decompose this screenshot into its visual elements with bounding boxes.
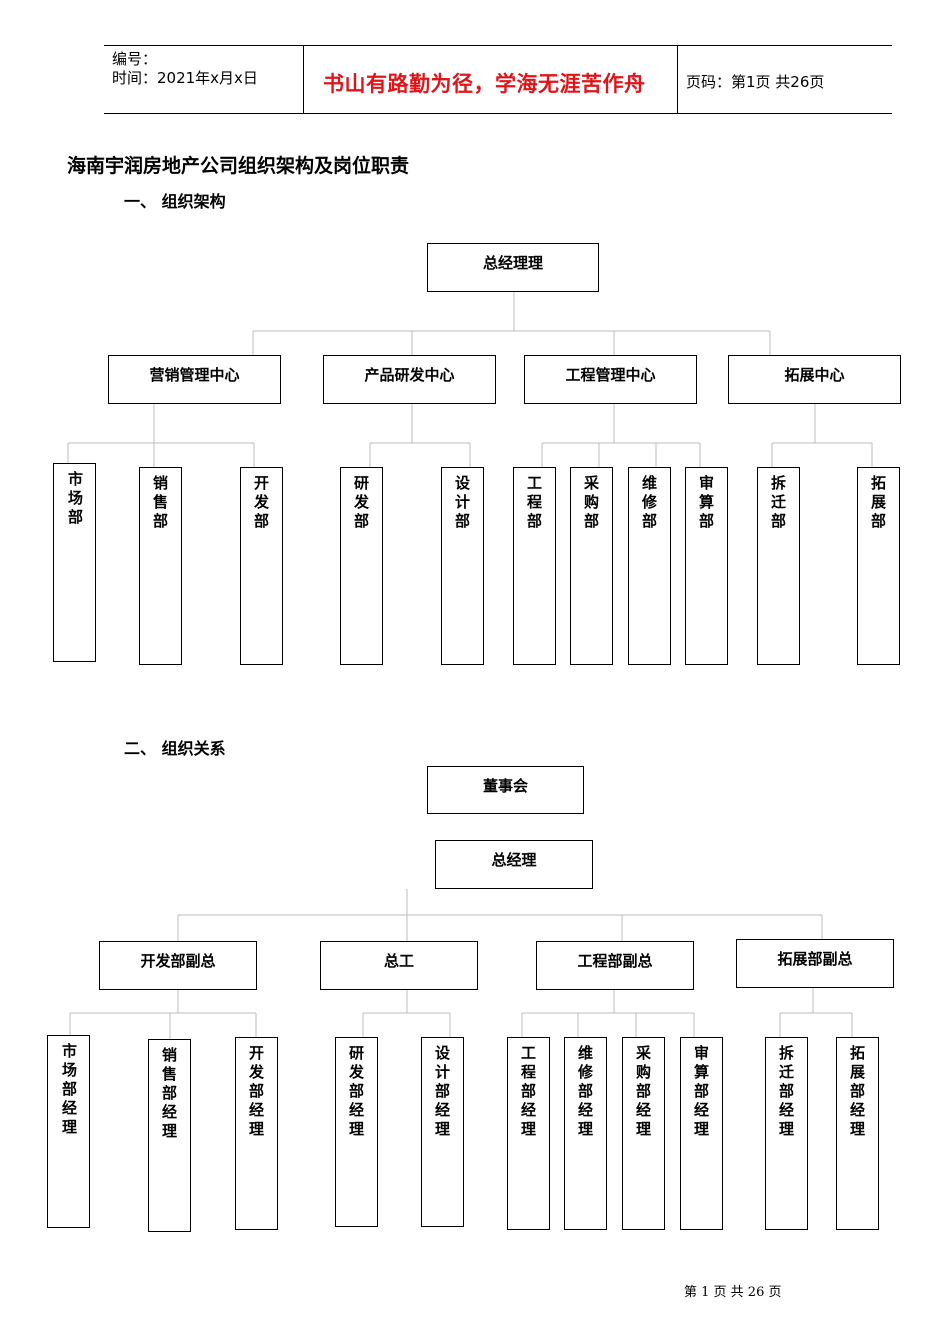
org-box-deputy: 拓展部副总 (736, 939, 894, 988)
org-box-manager: 销售部经理 (148, 1039, 191, 1232)
org-box-department: 开发部 (240, 467, 283, 665)
org-box-manager: 拓展部经理 (836, 1037, 879, 1230)
org-box-manager: 设计部经理 (421, 1037, 464, 1227)
org-box-manager: 维修部经理 (564, 1037, 607, 1230)
header-bottom-rule (104, 113, 892, 114)
manager-label: 销售部经理 (162, 1046, 178, 1140)
org-box-deputy: 开发部副总 (99, 941, 257, 990)
department-label: 市场部 (68, 470, 84, 526)
org-box-manager: 工程部经理 (507, 1037, 550, 1230)
serial-label: 编号： (112, 50, 158, 68)
manager-label: 设计部经理 (435, 1044, 451, 1138)
org-box-department: 维修部 (628, 467, 671, 665)
header-divider (677, 45, 678, 113)
page-footer: 第 1 页 共 26 页 (684, 1285, 782, 1300)
section-heading: 一、 组织架构 (124, 192, 226, 211)
manager-label: 工程部经理 (521, 1044, 537, 1138)
org-box-department: 审算部 (685, 467, 728, 665)
time-label: 时间：2021年x月x日 (112, 69, 258, 87)
page-label: 页码：第1页 共26页 (686, 73, 825, 91)
org-box-manager: 研发部经理 (335, 1037, 378, 1227)
document-title: 海南宇润房地产公司组织架构及岗位职责 (67, 155, 410, 177)
org-box-manager: 拆迁部经理 (765, 1037, 808, 1230)
org-box-gm: 总经理 (435, 840, 593, 889)
manager-label: 维修部经理 (578, 1044, 594, 1138)
department-label: 工程部 (527, 474, 543, 530)
org-box-manager: 开发部经理 (235, 1037, 278, 1230)
org-box-manager: 审算部经理 (680, 1037, 723, 1230)
motto: 书山有路勤为径，学海无涯苦作舟 (323, 72, 646, 96)
org-box-department: 采购部 (570, 467, 613, 665)
org-box-department: 拆迁部 (757, 467, 800, 665)
department-label: 设计部 (455, 474, 471, 530)
department-label: 维修部 (642, 474, 658, 530)
department-label: 审算部 (699, 474, 715, 530)
header-divider (303, 45, 304, 113)
org-box-center: 拓展中心 (728, 355, 901, 404)
department-label: 拓展部 (871, 474, 887, 530)
header-top-rule (104, 45, 892, 46)
department-label: 开发部 (254, 474, 270, 530)
org-box-top: 总经理理 (427, 243, 599, 292)
manager-label: 拓展部经理 (850, 1044, 866, 1138)
department-label: 拆迁部 (771, 474, 787, 530)
org-box-department: 市场部 (53, 463, 96, 662)
department-label: 销售部 (153, 474, 169, 530)
org-box-department: 销售部 (139, 467, 182, 665)
manager-label: 研发部经理 (349, 1044, 365, 1138)
manager-label: 拆迁部经理 (779, 1044, 795, 1138)
section-heading: 二、 组织关系 (124, 739, 226, 758)
org-box-center: 营销管理中心 (108, 355, 281, 404)
org-box-manager: 采购部经理 (622, 1037, 665, 1230)
org-box-department: 设计部 (441, 467, 484, 665)
org-box-center: 产品研发中心 (323, 355, 496, 404)
manager-label: 采购部经理 (636, 1044, 652, 1138)
org-box-board: 董事会 (427, 766, 584, 814)
org-box-deputy: 总工 (320, 941, 478, 990)
org-box-department: 工程部 (513, 467, 556, 665)
manager-label: 市场部经理 (62, 1042, 78, 1136)
manager-label: 审算部经理 (694, 1044, 710, 1138)
org-box-deputy: 工程部副总 (536, 941, 694, 990)
org-box-department: 拓展部 (857, 467, 900, 665)
department-label: 研发部 (354, 474, 370, 530)
org-box-department: 研发部 (340, 467, 383, 665)
manager-label: 开发部经理 (249, 1044, 265, 1138)
org-box-manager: 市场部经理 (47, 1035, 90, 1228)
department-label: 采购部 (584, 474, 600, 530)
org-box-center: 工程管理中心 (524, 355, 697, 404)
